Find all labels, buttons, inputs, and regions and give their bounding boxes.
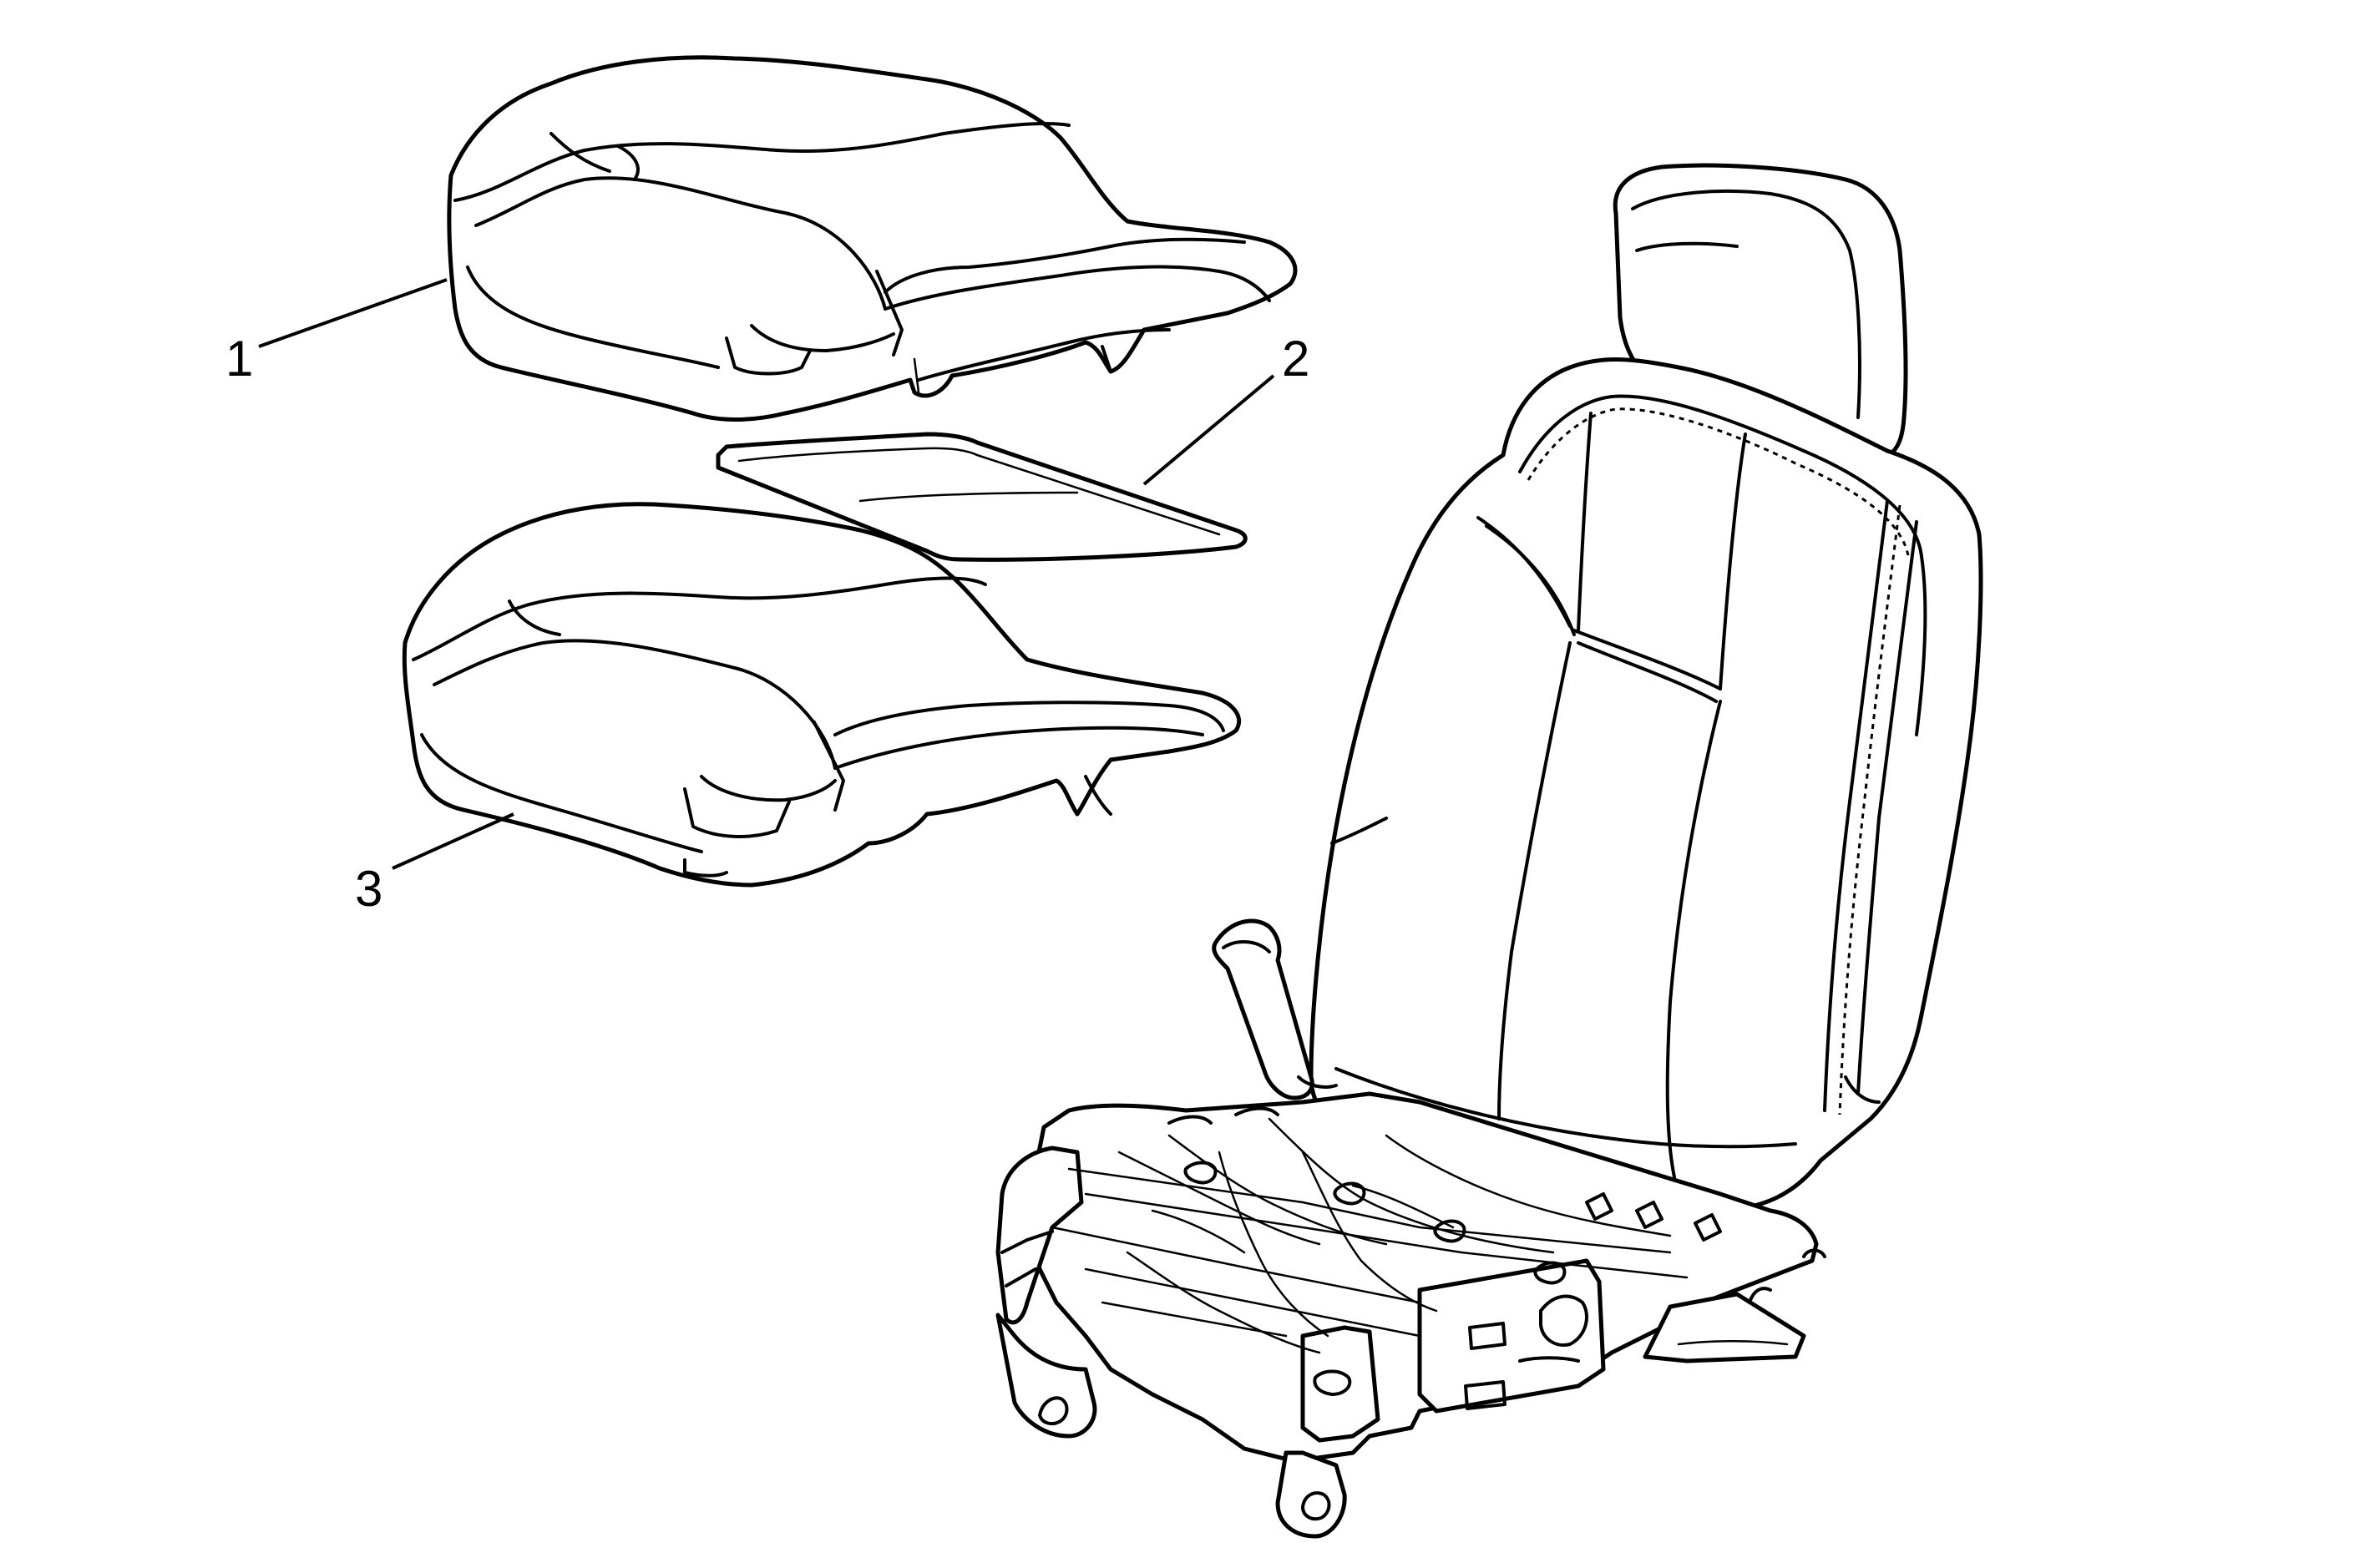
callout-2: 2 bbox=[1282, 331, 1309, 387]
seat-back bbox=[1309, 163, 1983, 1213]
part-3-cushion-pad bbox=[402, 502, 1242, 888]
seat-frame bbox=[995, 1091, 1826, 1539]
leader-line-2 bbox=[1142, 374, 1275, 486]
leader-lines bbox=[258, 278, 1275, 870]
part-2-pad bbox=[716, 432, 1248, 562]
callout-1: 1 bbox=[225, 331, 253, 387]
recline-lever bbox=[1212, 918, 1338, 1100]
part-1-cushion-cover bbox=[447, 55, 1298, 422]
leader-line-1 bbox=[258, 278, 448, 348]
callout-3: 3 bbox=[355, 861, 382, 917]
leader-line-3 bbox=[392, 812, 514, 870]
